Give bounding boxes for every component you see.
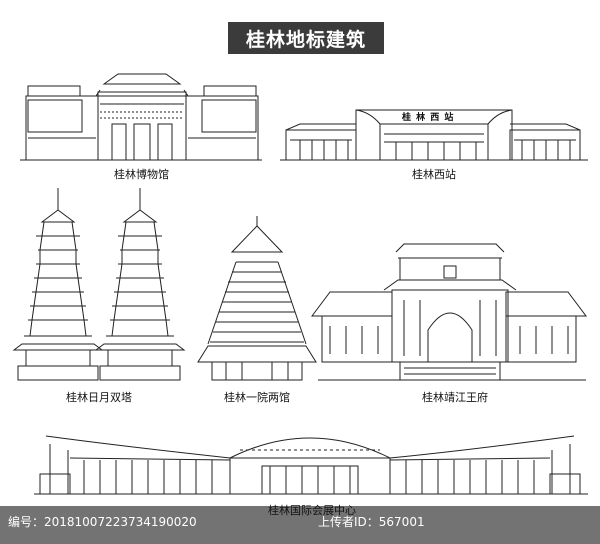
caption-expo-center: 桂林国际会展中心	[268, 504, 356, 517]
expo-center-illustration	[34, 435, 588, 495]
caption-museum: 桂林博物馆	[114, 168, 169, 181]
watermark-footer: 编号：20181007223734190020 上传者ID：567001	[0, 506, 600, 544]
palace-illustration	[311, 243, 587, 381]
pagoda-right	[94, 188, 186, 381]
footer-id: 编号：20181007223734190020	[8, 515, 197, 529]
west-station-illustration	[280, 109, 588, 161]
caption-twin-pagodas: 桂林日月双塔	[66, 391, 132, 404]
twin-pagodas-illustration	[12, 188, 186, 381]
drum-tower-illustration	[197, 216, 317, 381]
caption-drum-tower: 桂林一院两馆	[224, 391, 290, 404]
page-title: 桂林地标建筑	[228, 22, 384, 54]
museum-illustration	[20, 73, 262, 161]
caption-palace: 桂林靖江王府	[422, 391, 488, 404]
caption-west-station: 桂林西站	[412, 168, 456, 181]
footer-uploader: 上传者ID：567001	[318, 515, 425, 529]
pagoda-left	[12, 188, 104, 381]
station-sign: 桂 林 西 站	[402, 113, 455, 123]
